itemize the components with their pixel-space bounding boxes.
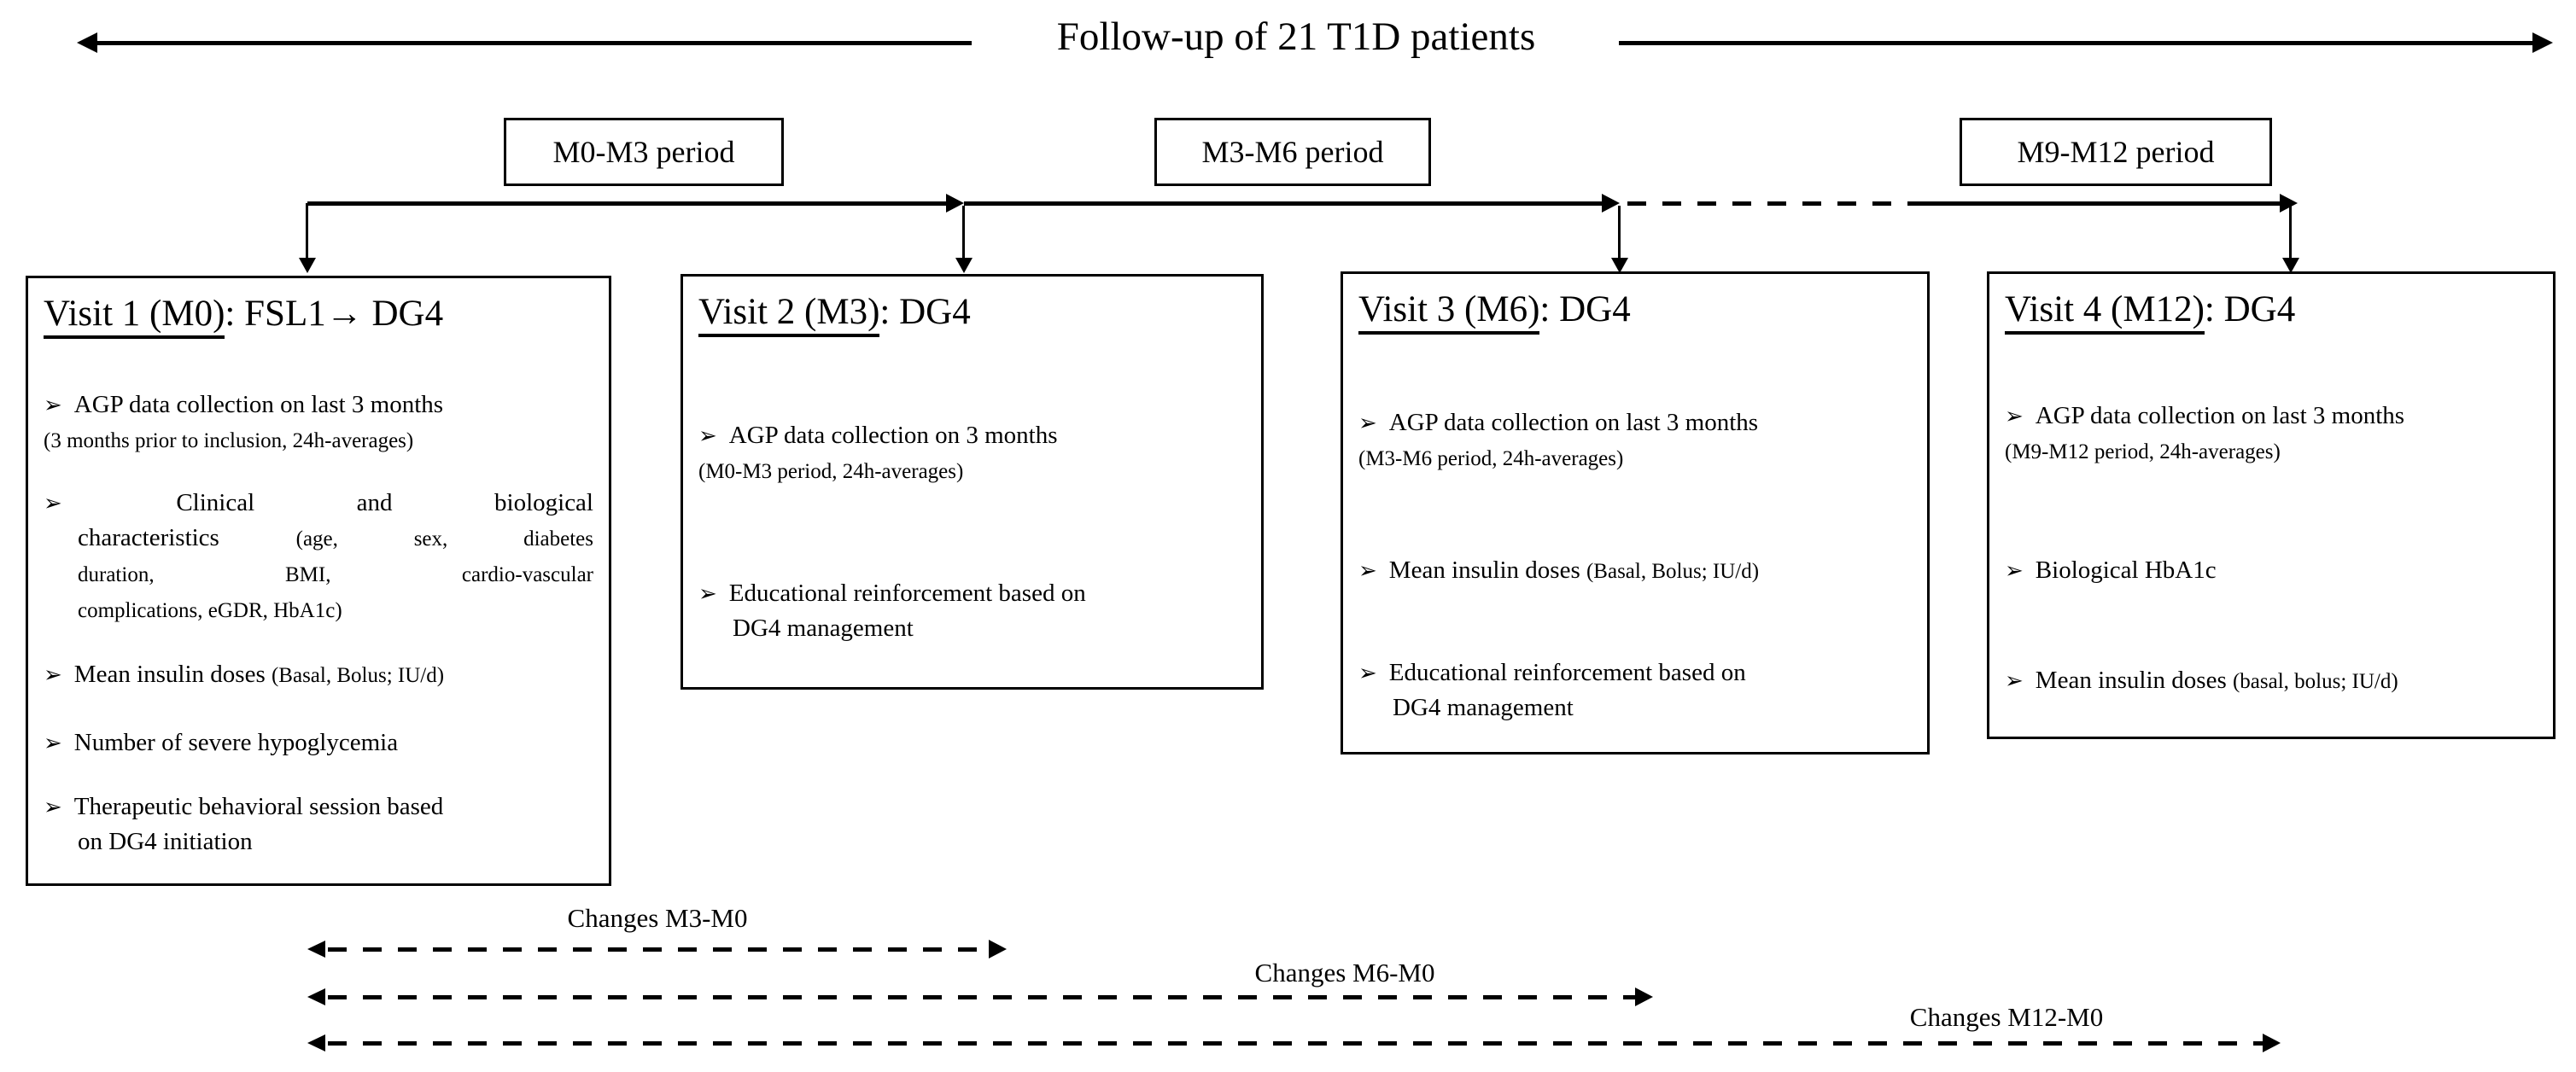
- bullet-item: ➢AGP data collection on last 3 months (3…: [44, 391, 444, 452]
- bullet-item: ➢Mean insulin doses (basal, bolus; IU/d): [2005, 667, 2398, 694]
- arrow-right-icon: [989, 940, 1007, 958]
- arrow-down-icon: [1611, 258, 1628, 273]
- visit-2-heading-underlined: Visit 2 (M3): [698, 292, 880, 337]
- visit-box-3: Visit 3 (M6): DG4 ➢AGP data collection o…: [1341, 271, 1930, 754]
- bullet-item: ➢Number of severe hypoglycemia: [44, 729, 399, 756]
- diagram-title: Follow-up of 21 T1D patients: [1056, 15, 1536, 59]
- arrow-right-icon: [1635, 988, 1653, 1006]
- visit-4-heading: Visit 4 (M12): DG4: [2005, 286, 2538, 335]
- visit-3-heading-underlined: Visit 3 (M6): [1358, 289, 1540, 335]
- visit-box-4: Visit 4 (M12): DG4 ➢AGP data collection …: [1987, 271, 2556, 739]
- arrow-right-icon: [1602, 194, 1620, 213]
- bullet-item: ➢Educational reinforcement based on DG4 …: [698, 580, 1086, 642]
- drop-line-visit-1: [306, 203, 308, 258]
- visit-1-heading: Visit 1 (M0): FSL1→ DG4: [44, 290, 593, 339]
- bullet-item: ➢Therapeutic behavioral session based on…: [44, 793, 444, 855]
- drop-line-visit-3: [1618, 206, 1621, 258]
- bullet-item: ➢AGP data collection on last 3 months (M…: [1358, 409, 1759, 470]
- title-arrow-line-right: [1619, 41, 2534, 45]
- arrow-right-icon: [2280, 194, 2298, 213]
- visit-box-2: Visit 2 (M3): DG4 ➢AGP data collection o…: [681, 274, 1264, 690]
- drop-line-visit-2: [962, 206, 965, 258]
- bullet-arrow-icon: ➢: [2005, 668, 2024, 693]
- arrow-left-icon: [307, 941, 325, 958]
- bullet-arrow-icon: ➢: [1358, 558, 1377, 583]
- arrow-left-icon: [307, 1034, 325, 1052]
- changes-arrow-m12-m0: [328, 1041, 2263, 1046]
- period-label-m0-m3: M0-M3 period: [504, 118, 784, 186]
- bullet-arrow-icon: ➢: [44, 393, 62, 417]
- changes-label-m12-m0: Changes M12-M0: [1909, 1002, 2104, 1032]
- changes-label-m6-m0: Changes M6-M0: [1254, 958, 1435, 988]
- period-label-m3-m6: M3-M6 period: [1154, 118, 1431, 186]
- arrow-down-icon: [299, 258, 316, 273]
- arrow-down-icon: [955, 258, 973, 273]
- bullet-item: ➢Mean insulin doses (Basal, Bolus; IU/d): [44, 661, 445, 688]
- arrow-right-icon: [2532, 32, 2553, 53]
- arrow-right-icon: [946, 194, 964, 213]
- arrow-left-icon: [77, 32, 97, 53]
- timeline-segment-m9-m12: [1921, 201, 2280, 206]
- timeline-segment-m6-m9-dashed: [1627, 201, 1921, 206]
- changes-arrow-m6-m0: [328, 995, 1635, 999]
- bullet-arrow-icon: ➢: [44, 731, 62, 755]
- arrow-left-icon: [307, 988, 325, 1005]
- changes-label-m3-m0: Changes M3-M0: [567, 903, 748, 933]
- bullet-arrow-icon: ➢: [698, 581, 717, 606]
- bullet-arrow-icon: ➢: [2005, 558, 2024, 583]
- changes-arrow-m3-m0: [328, 947, 989, 952]
- bullet-arrow-icon: ➢: [44, 491, 62, 516]
- bullet-arrow-icon: ➢: [44, 795, 62, 819]
- arrow-right-icon: [2263, 1034, 2281, 1052]
- visit-1-heading-underlined: Visit 1 (M0): [44, 294, 225, 339]
- bullet-item: ➢Biological HbA1c: [2005, 556, 2217, 584]
- bullet-arrow-icon: ➢: [2005, 404, 2024, 428]
- visit-4-heading-underlined: Visit 4 (M12): [2005, 289, 2205, 335]
- bullet-item: ➢ Clinical and biological characteristic…: [44, 489, 593, 622]
- bullet-item: ➢AGP data collection on 3 months (M0-M3 …: [698, 422, 1058, 483]
- timeline-segment-m3-m6: [964, 201, 1603, 206]
- visit-box-1: Visit 1 (M0): FSL1→ DG4 ➢AGP data collec…: [26, 276, 611, 886]
- period-label-m9-m12: M9-M12 period: [1960, 118, 2272, 186]
- visit-3-heading: Visit 3 (M6): DG4: [1358, 286, 1912, 335]
- bullet-item: ➢AGP data collection on last 3 months (M…: [2005, 402, 2405, 463]
- drop-line-visit-4: [2289, 206, 2292, 258]
- bullet-arrow-icon: ➢: [1358, 661, 1377, 685]
- arrow-down-icon: [2282, 258, 2299, 273]
- bullet-arrow-icon: ➢: [698, 423, 717, 448]
- bullet-arrow-icon: ➢: [1358, 411, 1377, 435]
- title-arrow-line-left: [96, 41, 972, 45]
- bullet-item: ➢Mean insulin doses (Basal, Bolus; IU/d): [1358, 556, 1760, 584]
- heading-arrow-icon: →: [325, 294, 363, 334]
- bullet-arrow-icon: ➢: [44, 662, 62, 687]
- visit-2-heading: Visit 2 (M3): DG4: [698, 288, 1246, 337]
- bullet-item: ➢Educational reinforcement based on DG4 …: [1358, 659, 1746, 721]
- timeline-segment-m0-m3: [307, 201, 948, 206]
